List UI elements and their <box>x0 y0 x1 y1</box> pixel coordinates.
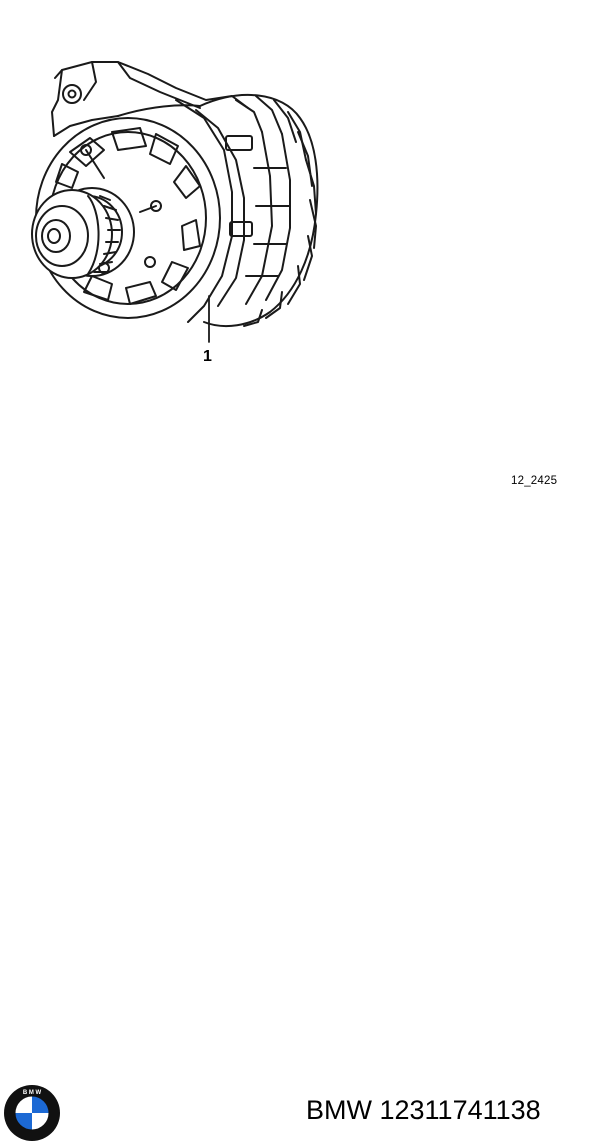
part-number: 12311741138 <box>379 1095 541 1125</box>
housing-body <box>117 94 319 328</box>
callout-number: 1 <box>203 348 212 365</box>
footer: B M W BMW 12311741138 <box>0 540 600 1141</box>
bmw-logo-icon: B M W <box>4 1085 60 1141</box>
part-label: BMW 12311741138 <box>306 1095 541 1126</box>
pulley <box>31 187 135 279</box>
diagram-code: 12_2425 <box>511 475 558 487</box>
brand-name: BMW <box>306 1095 372 1125</box>
alternator-drawing <box>31 61 319 343</box>
front-end-plate <box>35 117 221 319</box>
svg-text:B M W: B M W <box>23 1090 42 1096</box>
